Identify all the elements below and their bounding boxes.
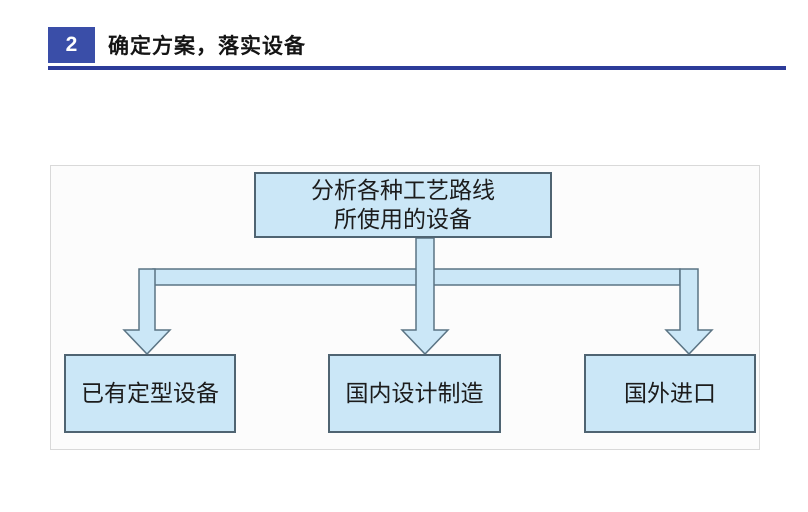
flow-connectors — [122, 237, 714, 356]
flowchart-panel: 分析各种工艺路线 所使用的设备 已有定型设备 国内设计制造 国外进口 — [50, 165, 760, 450]
child-node-label: 国内设计制造 — [345, 381, 484, 406]
root-node-line2: 所使用的设备 — [334, 207, 472, 232]
child-node-label: 国外进口 — [624, 381, 716, 406]
section-number-badge: 2 — [48, 27, 95, 63]
flow-node-foreign-import: 国外进口 — [584, 354, 756, 433]
flow-node-domestic-design: 国内设计制造 — [328, 354, 501, 433]
flow-arrow-middle-icon — [400, 237, 450, 356]
flow-arrow-left-icon — [122, 268, 172, 356]
flow-arrow-right-icon — [664, 268, 714, 356]
header-divider — [48, 66, 786, 70]
child-node-label: 已有定型设备 — [81, 381, 219, 406]
section-title: 确定方案，落实设备 — [108, 35, 306, 58]
root-node-line1: 分析各种工艺路线 — [311, 178, 495, 203]
section-number: 2 — [65, 33, 78, 56]
flow-node-existing-equipment: 已有定型设备 — [64, 354, 236, 433]
flow-node-root: 分析各种工艺路线 所使用的设备 — [254, 172, 552, 238]
